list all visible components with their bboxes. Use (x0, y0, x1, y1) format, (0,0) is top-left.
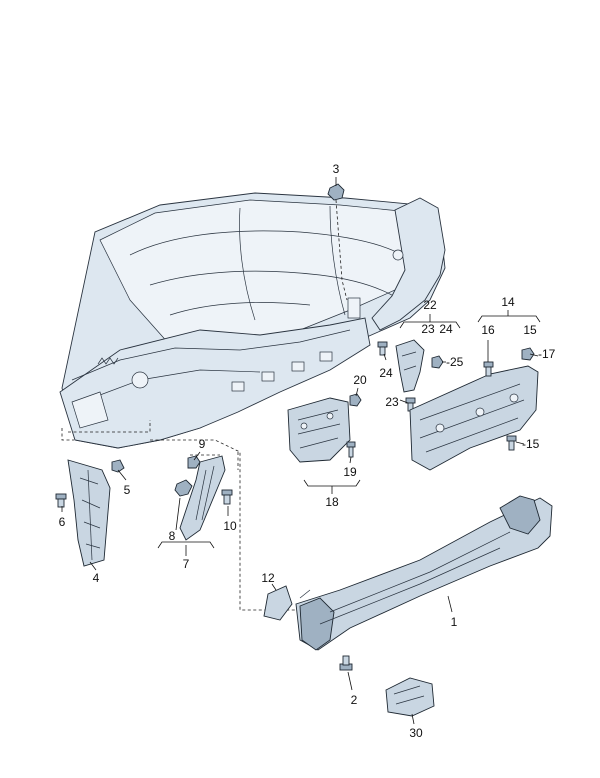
callout-3: 3 (333, 162, 340, 176)
callout-15-group: 15 (523, 323, 537, 337)
part-2-bolt (339, 655, 353, 671)
callout-18: 18 (325, 495, 339, 509)
part-12-end-cap (263, 585, 293, 621)
callout-24-group: 24 (439, 322, 453, 336)
part-25-nut (431, 355, 444, 369)
callout-22: 22 (423, 298, 437, 312)
callout-5: 5 (124, 483, 131, 497)
callout-25: -25 (446, 355, 464, 369)
part-22-bracket (395, 339, 425, 393)
dashed-guides (61, 199, 348, 611)
part-30-holder (385, 677, 435, 717)
part-5-nut (111, 459, 125, 473)
callout-8: 8 (169, 529, 176, 543)
callout-12: 12 (261, 571, 275, 585)
part-3-nut (327, 183, 345, 201)
callout-17: -17 (538, 347, 556, 361)
callout-labels: 3 4 5 6 9 10 8 7 19 20 18 22 23 24 24 23… (59, 162, 556, 740)
part-4-side-bracket (67, 459, 111, 567)
callout-9: 9 (199, 437, 206, 451)
part-17-nut (521, 347, 535, 361)
callout-23-group: 23 (421, 322, 435, 336)
callout-4: 4 (93, 571, 100, 585)
leader-lines (61, 177, 541, 725)
part-7-bracket (179, 455, 226, 541)
callout-6: 6 (59, 515, 66, 529)
part-10-bolt (221, 489, 233, 505)
callout-14: 14 (501, 295, 515, 309)
callout-23: 23 (385, 395, 399, 409)
callout-19: 19 (343, 465, 357, 479)
rear-body-floor-pan (59, 192, 446, 449)
part-15-bolt (506, 435, 517, 451)
part-1-bumper-beam (295, 495, 553, 651)
callout-2: 2 (351, 693, 358, 707)
part-23-bolt-upper (377, 341, 388, 356)
callout-20: 20 (353, 373, 367, 387)
callout-15: -15 (522, 437, 540, 451)
part-20-nut (349, 393, 362, 407)
callout-10: 10 (223, 519, 237, 533)
callout-7: 7 (183, 557, 190, 571)
part-16-bolt (483, 361, 494, 377)
part-14-support-bracket (409, 365, 539, 471)
part-8-nut (174, 479, 193, 497)
callout-1: 1 (451, 615, 458, 629)
callout-30: 30 (409, 726, 423, 740)
part-19-bolt (346, 441, 356, 458)
callout-16: 16 (481, 323, 495, 337)
part-9-nut (187, 455, 201, 469)
part-6-bolt (55, 493, 67, 508)
callout-24: 24 (379, 366, 393, 380)
part-18-mounting-plate (287, 397, 351, 463)
